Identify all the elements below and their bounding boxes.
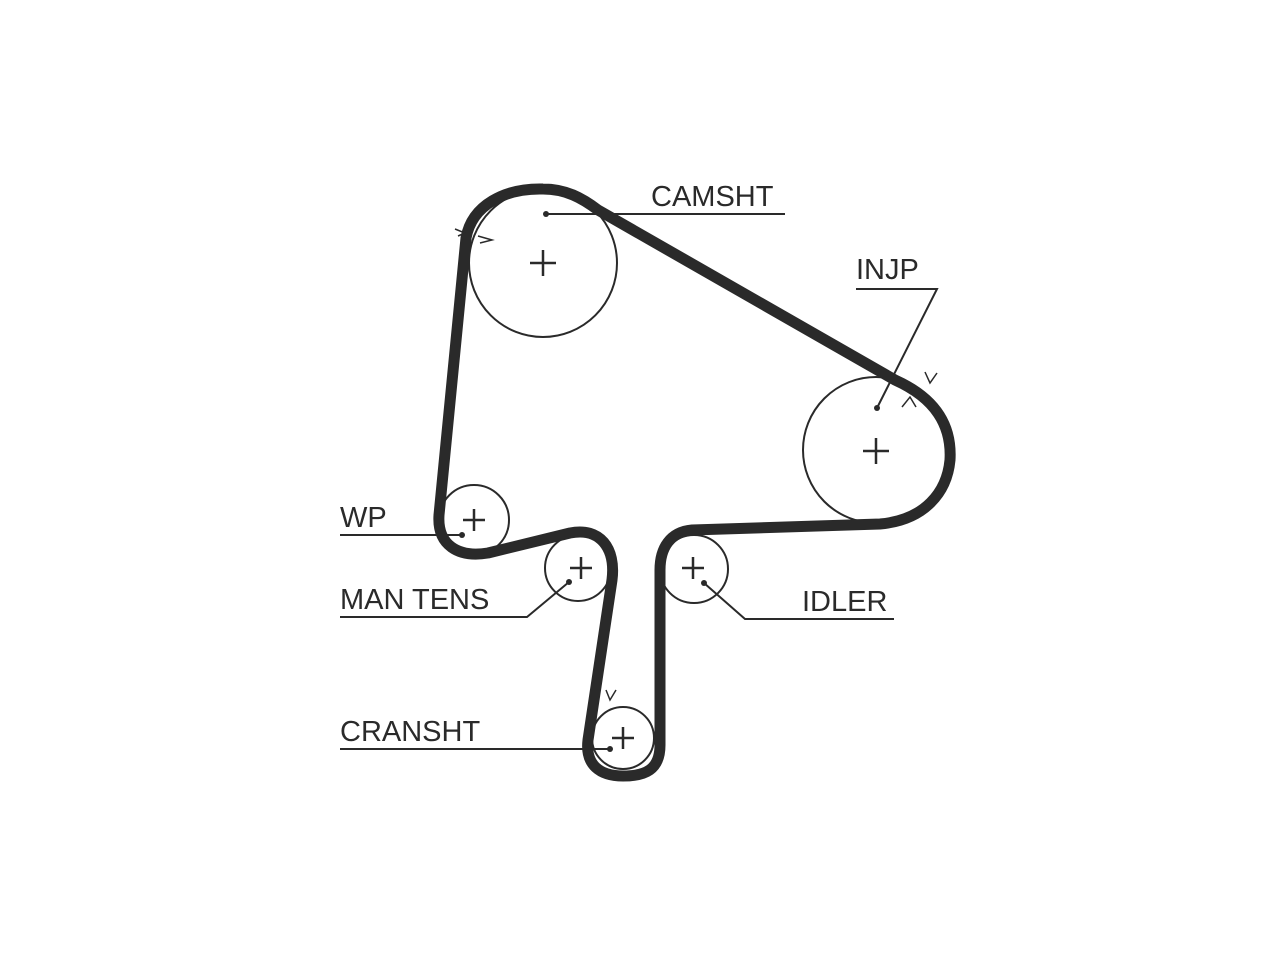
injection-pump-label: INJP	[856, 254, 919, 286]
crankshaft-center-cross-icon	[612, 727, 634, 749]
idler-leader-line	[703, 582, 894, 620]
rotation-arrow-icon	[477, 235, 495, 244]
water-pump-center-cross-icon	[463, 509, 485, 531]
manual-tensioner-leader-dot	[566, 579, 572, 585]
injection-pump-leader-dot	[874, 405, 880, 411]
rotation-arrow-icon	[924, 371, 938, 385]
camshaft-leader-dot	[543, 211, 549, 217]
water-pump-leader-dot	[459, 532, 465, 538]
idler-label: IDLER	[802, 586, 887, 618]
camshaft-center-cross-icon	[530, 250, 556, 276]
rotation-arrow-icon	[454, 228, 467, 237]
injection-pump-leader-line	[856, 288, 939, 409]
water-pump-label: WP	[340, 502, 387, 534]
crankshaft-leader-dot	[607, 746, 613, 752]
injection-pump-center-cross-icon	[863, 438, 889, 464]
camshaft-label: CAMSHT	[651, 181, 774, 213]
timing-belt	[433, 183, 956, 782]
manual-tensioner-center-cross-icon	[570, 557, 592, 579]
idler-leader-dot	[701, 580, 707, 586]
crankshaft-label: CRANSHT	[340, 716, 480, 748]
rotation-arrow-icon	[901, 395, 917, 408]
manual-tensioner-label: MAN TENS	[340, 584, 489, 616]
manual-tensioner-leader-line	[340, 581, 570, 618]
rotation-arrow-icon	[605, 689, 617, 702]
idler-center-cross-icon	[682, 557, 704, 579]
